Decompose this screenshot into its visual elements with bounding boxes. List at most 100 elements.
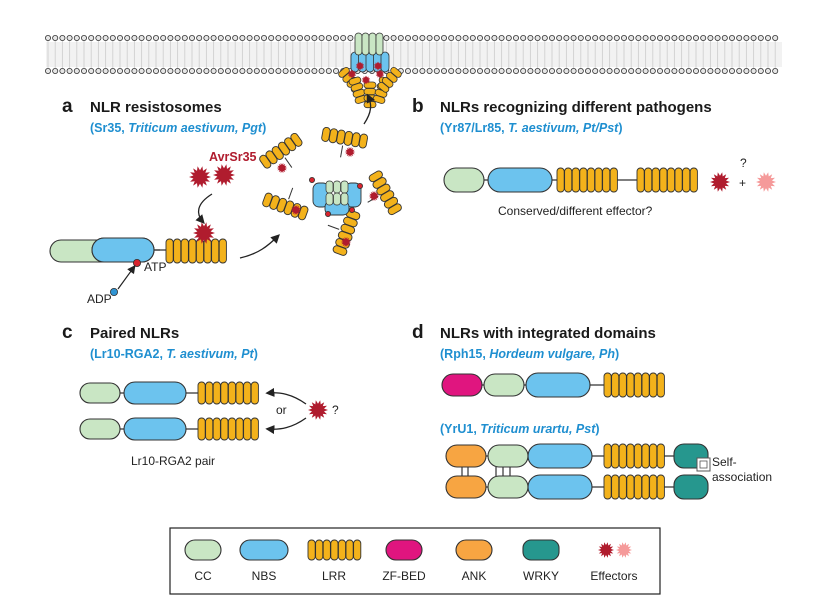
legend-item-zf-bed-domain: ZF-BED xyxy=(382,539,426,583)
lipid-head xyxy=(59,68,66,75)
integrated-domain-nlrs xyxy=(441,372,711,500)
lrr-domain xyxy=(165,238,227,264)
panel-b-subtitle: (Yr87/Lr85, T. aestivum, Pt/Pst) xyxy=(440,121,622,135)
lipid-head xyxy=(657,68,664,75)
cc-domain xyxy=(483,373,525,397)
lrr-repeat xyxy=(603,474,612,500)
cc-domain xyxy=(340,192,349,206)
lrr-repeat xyxy=(656,372,665,398)
lrr-repeat xyxy=(345,539,354,561)
lrr-repeat xyxy=(250,381,259,405)
lipid-head xyxy=(570,35,577,42)
lipid-head xyxy=(476,35,483,42)
atp-exchange-arrow xyxy=(117,264,136,290)
panel-a-arrows xyxy=(195,93,375,259)
lipid-head xyxy=(714,68,721,75)
lipid-head xyxy=(332,35,339,42)
lipid-head xyxy=(188,68,195,75)
lrr-repeat xyxy=(218,238,227,264)
lipid-head xyxy=(671,68,678,75)
lipid-head xyxy=(556,35,563,42)
lipid-head xyxy=(693,68,700,75)
lipid-head xyxy=(448,68,455,75)
lipid-head xyxy=(642,68,649,75)
effector-dark-icon xyxy=(598,542,614,558)
cc-domain xyxy=(354,32,363,56)
lipid-head xyxy=(606,68,613,75)
lipid-head xyxy=(131,68,138,75)
lrr-repeat xyxy=(243,417,252,441)
lrr-repeat xyxy=(609,167,618,193)
binding-arrow xyxy=(195,193,213,225)
lipid-head xyxy=(484,35,491,42)
ank-domain-icon xyxy=(455,539,493,561)
self-association-label-1: Self- xyxy=(712,455,737,469)
lipid-head xyxy=(210,68,217,75)
self-association-icon xyxy=(696,457,711,472)
panel-b-letter: b xyxy=(412,96,424,117)
lrr-repeat xyxy=(651,167,660,193)
lrr-repeat xyxy=(332,245,348,256)
effector-star xyxy=(290,204,302,216)
legend-label: CC xyxy=(194,569,212,583)
adp-dot xyxy=(110,287,119,296)
lipid-head xyxy=(102,68,109,75)
lipid-head xyxy=(599,68,606,75)
lrr-arm xyxy=(367,170,402,216)
lipid-head xyxy=(757,35,764,42)
lrr-repeat xyxy=(212,417,221,441)
lipid-head xyxy=(160,35,167,42)
effector-star xyxy=(347,69,357,79)
lrr-repeat xyxy=(644,167,653,193)
binding-arrow-upper xyxy=(265,387,307,405)
lrr-repeat xyxy=(603,372,612,398)
avrsr35-effectors xyxy=(189,164,235,244)
lipid-head xyxy=(750,35,757,42)
nbs-domain xyxy=(91,237,155,263)
lipid-head xyxy=(73,35,80,42)
lrr-repeat xyxy=(227,381,237,405)
lrr-repeat xyxy=(243,381,252,405)
lipid-head xyxy=(88,68,95,75)
lipid-head xyxy=(462,35,469,42)
lipid-head xyxy=(736,68,743,75)
lipid-head xyxy=(433,68,440,75)
lipid-head xyxy=(700,68,707,75)
cc-domain xyxy=(375,32,384,56)
effector-star xyxy=(375,69,385,79)
lipid-head xyxy=(66,68,73,75)
lrr-repeat xyxy=(165,238,174,264)
panel-d: d NLRs with integrated domains (Rph15, H… xyxy=(412,322,772,500)
lipid-head xyxy=(95,68,102,75)
lipid-head xyxy=(188,35,195,42)
lipid-head xyxy=(635,35,642,42)
lipid-head xyxy=(152,68,159,75)
lipid-head xyxy=(117,35,124,42)
lipid-head xyxy=(628,68,635,75)
effector-star xyxy=(373,61,383,71)
lrr-repeat xyxy=(649,443,658,469)
lipid-head xyxy=(685,35,692,42)
lipid-head xyxy=(167,68,174,75)
plasma-membrane xyxy=(45,35,782,75)
lrr-repeat xyxy=(586,167,596,193)
lipid-head xyxy=(332,68,339,75)
effector-star xyxy=(213,164,235,186)
legend-label: LRR xyxy=(322,569,346,583)
lrr-repeat xyxy=(235,417,244,441)
panel-a: a NLR resistosomes (Sr35, Triticum aesti… xyxy=(49,93,402,306)
panel-c-title: Paired NLRs xyxy=(90,325,179,342)
lipid-head xyxy=(311,35,318,42)
cc-domain xyxy=(333,180,341,194)
atp-dot xyxy=(308,176,315,183)
membrane-arrow xyxy=(363,93,375,125)
lrr-domain xyxy=(321,127,369,149)
effector-light-icon xyxy=(616,542,632,558)
lrr-repeat xyxy=(290,132,303,147)
linker xyxy=(340,145,344,158)
adp-label: ADP xyxy=(87,292,112,306)
lipid-head xyxy=(520,35,527,42)
cc-domain xyxy=(325,192,334,206)
